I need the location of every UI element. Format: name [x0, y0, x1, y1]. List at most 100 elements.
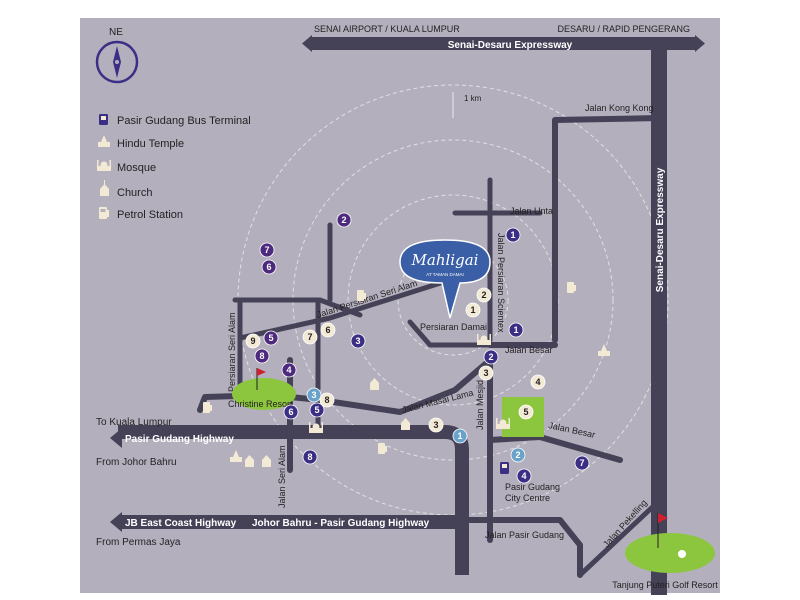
poi-marker-circle	[350, 333, 366, 349]
poi-marker-number: 1	[457, 431, 462, 441]
poi-marker-number: 3	[355, 336, 360, 346]
label-pasir-gudang: Jalan Pasir Gudang	[485, 530, 564, 540]
poi-marker[interactable]: 5	[518, 404, 534, 420]
road-pekelling	[577, 497, 663, 578]
poi-marker-circle	[306, 387, 322, 403]
temple-icon	[98, 135, 110, 147]
label-besar-1: Jalan Besar	[505, 345, 553, 355]
poi-marker-circle	[483, 349, 499, 365]
poi-marker[interactable]: 6	[261, 259, 277, 275]
poi-marker[interactable]: 7	[302, 329, 318, 345]
poi-marker[interactable]: 4	[281, 362, 297, 378]
poi-marker[interactable]: 3	[428, 417, 444, 433]
label-city-centre-1: Pasir Gudang	[505, 482, 560, 492]
poi-marker[interactable]: 4	[516, 468, 532, 484]
poi-marker[interactable]: 7	[259, 242, 275, 258]
temple-icon	[598, 344, 610, 356]
label-golf-resort: Tanjung Puteri Golf Resort	[612, 580, 718, 590]
poi-marker-number: 8	[307, 452, 312, 462]
poi-marker[interactable]: 2	[336, 212, 352, 228]
church-icon	[100, 180, 109, 196]
poi-marker[interactable]: 8	[319, 392, 335, 408]
poi-marker-circle	[510, 447, 526, 463]
mosque-icon	[477, 334, 491, 345]
poi-marker[interactable]: 3	[350, 333, 366, 349]
road-kong-kong	[552, 115, 663, 343]
poi-marker-circle	[283, 404, 299, 420]
poi-marker-circle	[319, 392, 335, 408]
poi-marker[interactable]: 1	[465, 302, 481, 318]
dest-to-kl: To Kuala Lumpur	[96, 417, 172, 428]
poi-marker-number: 2	[488, 352, 493, 362]
poi-marker-number: 4	[521, 471, 526, 481]
poi-marker-circle	[261, 259, 277, 275]
temple-icon	[230, 450, 242, 462]
road-pasir-gudang	[452, 517, 583, 578]
legend: Pasir Gudang Bus Terminal Hindu Temple M…	[97, 114, 251, 221]
poi-marker-number: 2	[515, 450, 520, 460]
legend-item-temple: Hindu Temple	[98, 135, 184, 150]
label-kong-kong: Jalan Kong Kong	[585, 103, 654, 113]
poi-marker[interactable]: 1	[452, 428, 468, 444]
petrol-icon	[357, 290, 366, 301]
poi-marker-circle	[254, 348, 270, 364]
poi-marker-number: 1	[513, 325, 518, 335]
poi-marker-number: 3	[433, 420, 438, 430]
poi-marker-number: 4	[286, 365, 291, 375]
poi-marker[interactable]: 8	[302, 449, 318, 465]
poi-marker-number: 7	[307, 332, 312, 342]
label-seri-alam: Jalan Seri Alam	[277, 445, 287, 508]
brand-name: Mahligai	[411, 251, 479, 269]
poi-marker[interactable]: 6	[320, 322, 336, 338]
jb-east-coast-label: JB East Coast Highway	[125, 518, 237, 529]
poi-marker[interactable]: 9	[245, 333, 261, 349]
senai-desaru-expressway: Senai-Desaru Expressway Senai-Desaru Exp…	[302, 35, 705, 595]
poi-marker[interactable]: 2	[510, 447, 526, 463]
poi-marker-circle	[263, 330, 279, 346]
poi-marker[interactable]: 5	[309, 402, 325, 418]
poi-marker-circle	[452, 428, 468, 444]
church-icon	[262, 455, 271, 467]
poi-marker-circle	[518, 404, 534, 420]
legend-item-bus: Pasir Gudang Bus Terminal	[99, 114, 251, 127]
poi-marker-number: 7	[579, 458, 584, 468]
poi-marker[interactable]: 6	[283, 404, 299, 420]
poi-marker-circle	[428, 417, 444, 433]
dest-senai-kl: SENAI AIRPORT / KUALA LUMPUR	[314, 24, 460, 34]
poi-marker[interactable]: 5	[263, 330, 279, 346]
poi-marker-circle	[465, 302, 481, 318]
bus-icon	[500, 462, 509, 474]
poi-marker[interactable]: 2	[476, 287, 492, 303]
poi-marker-circle	[530, 374, 546, 390]
petrol-icon	[99, 207, 109, 219]
poi-marker-number: 2	[481, 290, 486, 300]
poi-marker[interactable]: 8	[254, 348, 270, 364]
poi-marker-circle	[259, 242, 275, 258]
compass: NE	[95, 27, 139, 84]
poi-marker[interactable]: 3	[306, 387, 322, 403]
poi-marker-number: 6	[266, 262, 271, 272]
poi-marker-circle	[478, 365, 494, 381]
mosque-icon	[496, 418, 510, 429]
compass-label: NE	[109, 27, 123, 38]
jb-pasir-gudang-label: Johor Bahru - Pasir Gudang Highway	[252, 518, 430, 529]
map-poi-icons	[203, 282, 610, 474]
mahligai-pin[interactable]: Mahligai AT TAMAN DAMAI	[399, 239, 491, 319]
poi-marker[interactable]: 4	[530, 374, 546, 390]
label-city-centre-2: City Centre	[505, 493, 550, 503]
poi-marker-circle	[508, 322, 524, 338]
legend-item-petrol: Petrol Station	[99, 207, 183, 221]
poi-marker-number: 2	[341, 215, 346, 225]
poi-marker[interactable]: 3	[478, 365, 494, 381]
poi-marker[interactable]: 2	[483, 349, 499, 365]
poi-marker[interactable]: 1	[508, 322, 524, 338]
poi-marker-circle	[516, 468, 532, 484]
poi-marker-number: 6	[325, 325, 330, 335]
poi-marker-number: 4	[535, 377, 540, 387]
poi-marker-circle	[245, 333, 261, 349]
dest-desaru: DESARU / RAPID PENGERANG	[557, 24, 690, 34]
poi-marker[interactable]: 7	[574, 455, 590, 471]
poi-marker[interactable]: 1	[505, 227, 521, 243]
